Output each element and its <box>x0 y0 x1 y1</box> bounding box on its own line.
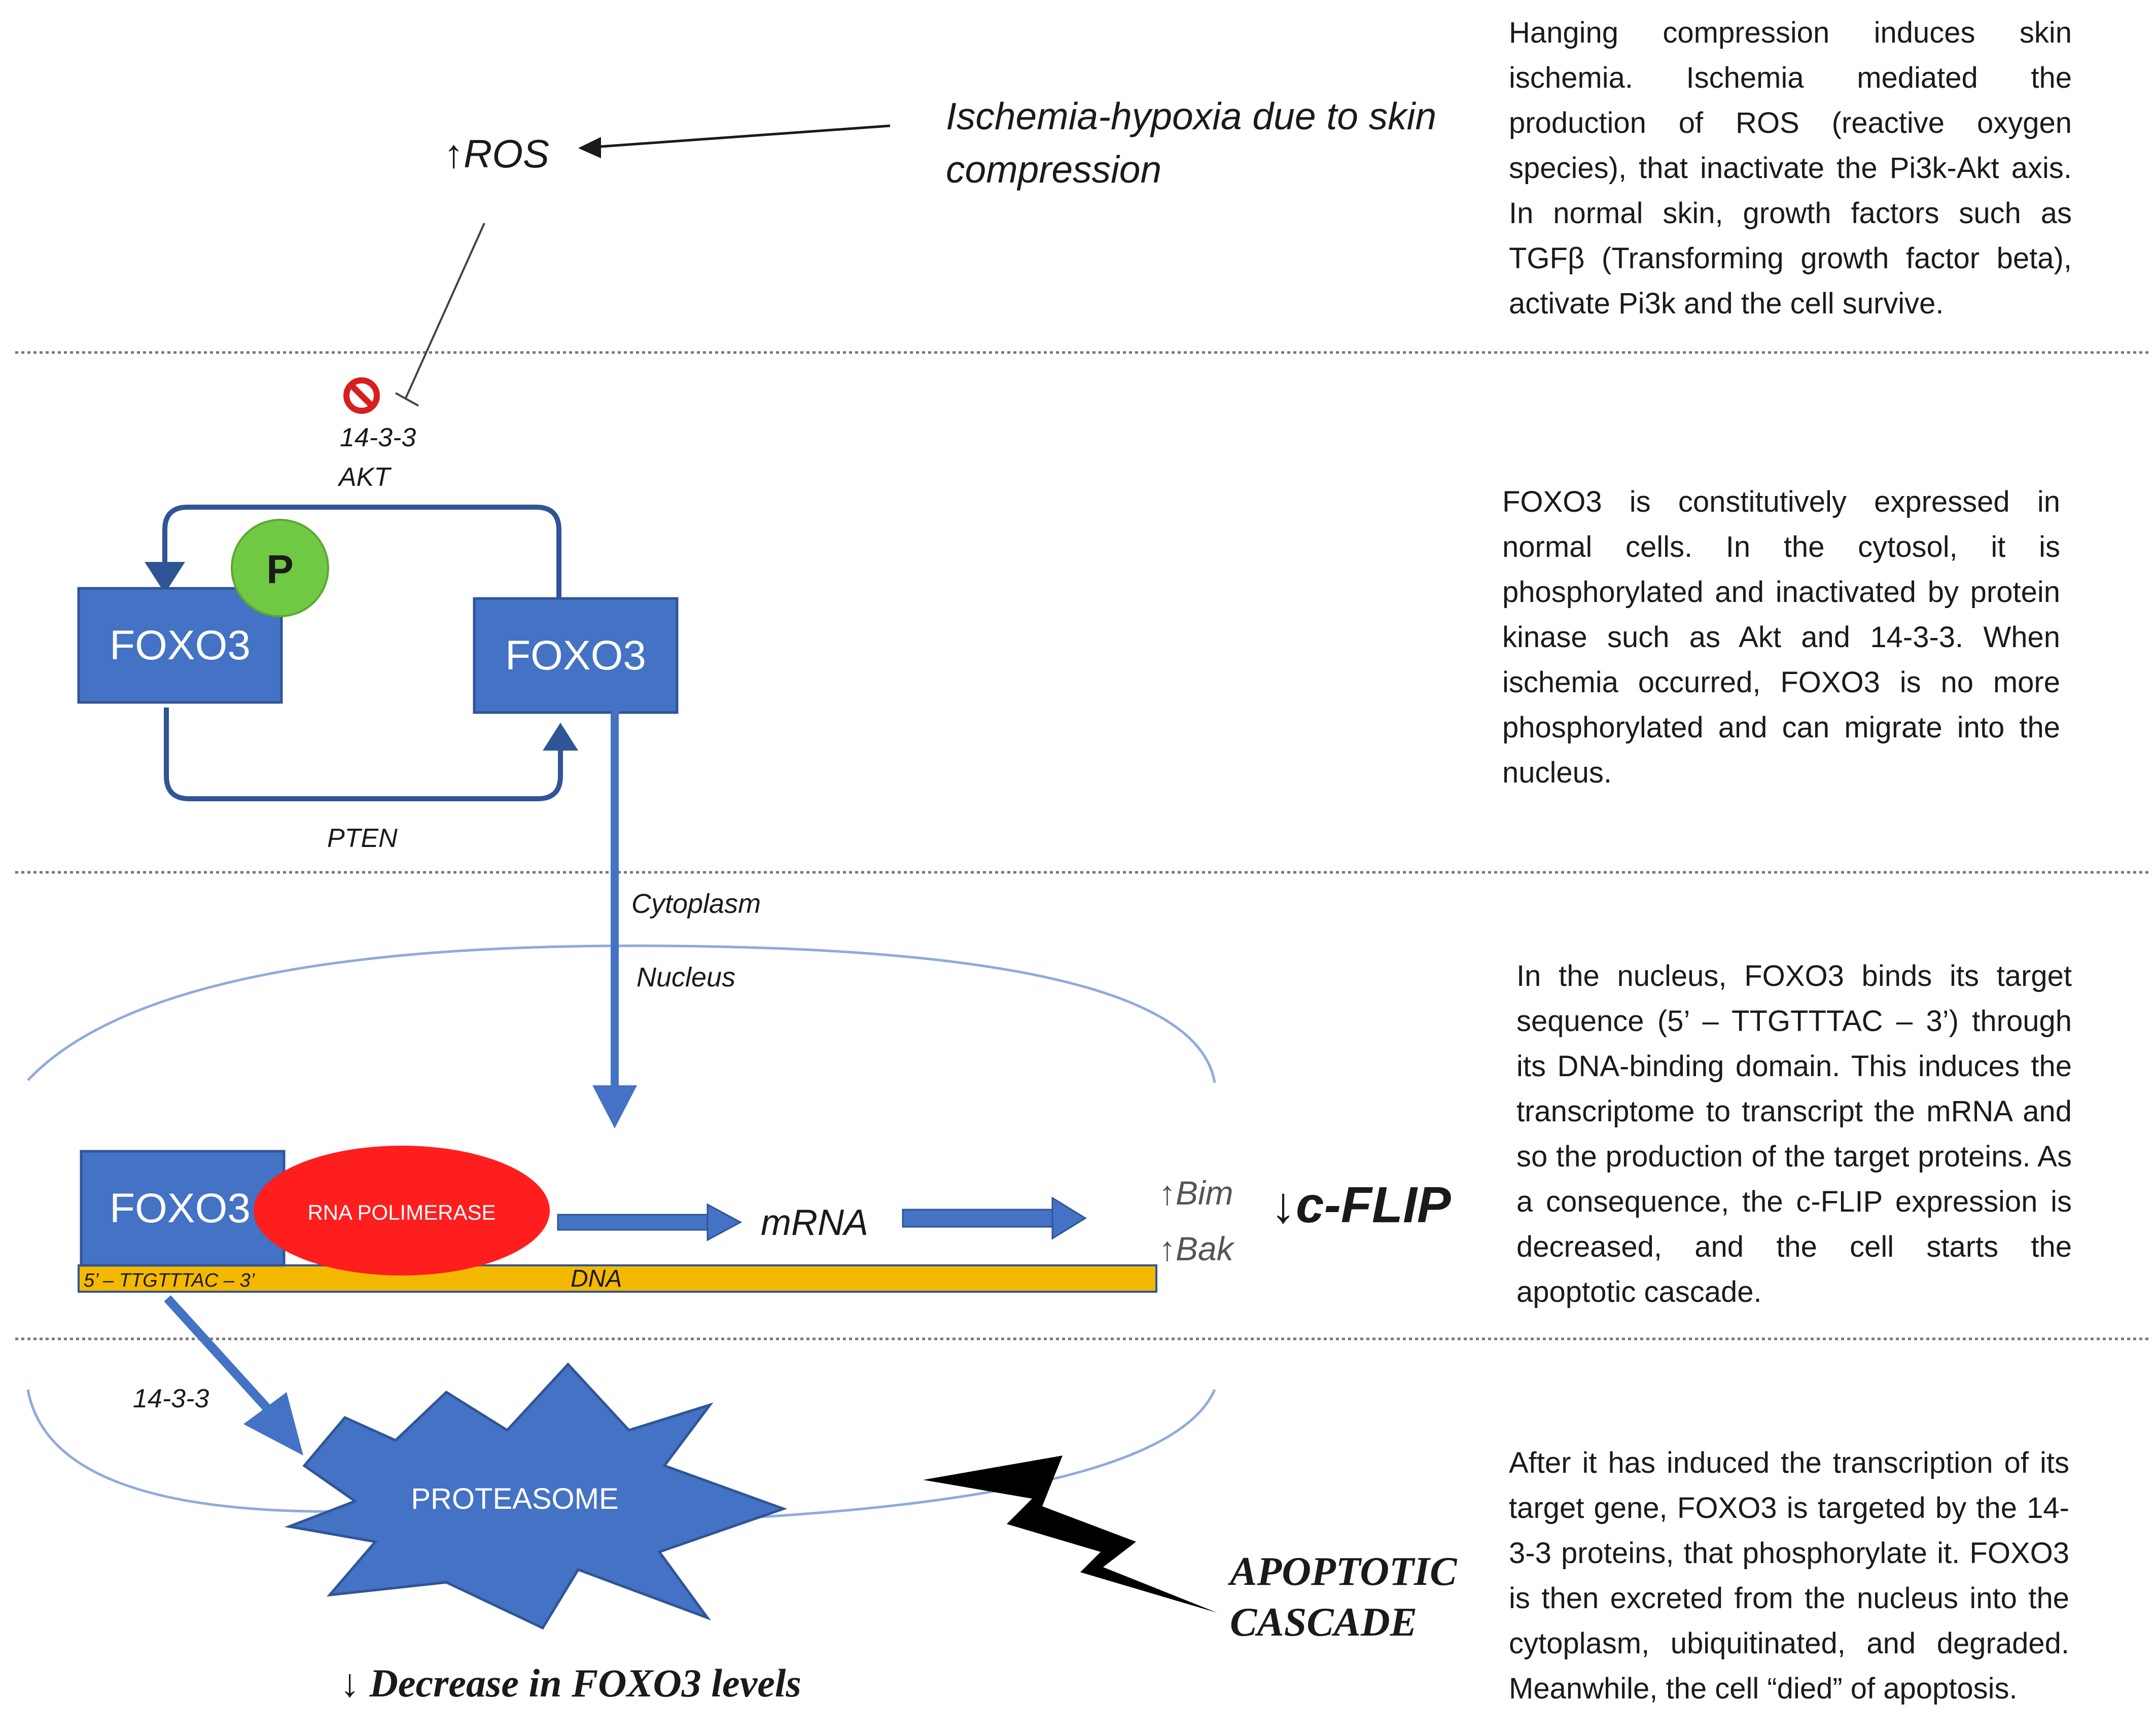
phospho-label: P <box>266 547 293 592</box>
cycle-arrowhead-left <box>145 562 185 593</box>
inhibitor-label-akt: AKT <box>337 463 392 492</box>
foxo3-left-label: FOXO3 <box>110 622 251 668</box>
proteasome-shape <box>284 1362 788 1630</box>
nucleus-membrane-bottom <box>26 1389 356 1513</box>
foxo3-box-left <box>77 587 283 704</box>
ros-inhibition-line <box>405 223 485 399</box>
bak-label: ↑Bak <box>1159 1230 1235 1267</box>
translocation-arrowhead <box>592 1085 637 1128</box>
cycle-top-path <box>162 505 561 598</box>
phosphate-circle <box>231 519 329 617</box>
decrease-label: ↓ Decrease in FOXO3 levels <box>340 1661 801 1705</box>
cflip-label: ↓c-FLIP <box>1270 1177 1451 1233</box>
stimulus-label-line1: Ischemia-hypoxia due to skin <box>946 95 1436 137</box>
pten-label: PTEN <box>327 824 398 853</box>
inhibition-bar <box>395 392 419 407</box>
cycle-arrowhead-right <box>543 723 578 751</box>
cycle-bottom-path <box>164 707 563 801</box>
transcription-arrow-1 <box>557 1203 743 1242</box>
lightning-bolt-icon <box>923 1456 1217 1613</box>
nucleus-label: Nucleus <box>637 962 735 993</box>
stimulus-label-line2: compression <box>946 148 1161 191</box>
section-separators <box>15 351 2150 1340</box>
rna-polymerase-label: RNA POLIMERASE <box>307 1200 496 1224</box>
foxo3-box-right <box>473 597 679 714</box>
cytoplasm-label: Cytoplasm <box>631 889 761 919</box>
nucleus-membrane-top <box>27 944 1216 1083</box>
explanation-paragraph-4: After it has induced the transcription o… <box>1509 1446 2069 1705</box>
no-entry-icon <box>343 377 380 414</box>
stimulus-to-ros-arrow <box>593 124 891 149</box>
mrna-label: mRNA <box>761 1202 868 1243</box>
dna-strand <box>78 1264 1157 1293</box>
rna-polymerase <box>254 1146 550 1276</box>
proteasome-label: PROTEASOME <box>411 1482 618 1515</box>
inhibitor-label-14-3-3: 14-3-3 <box>340 423 416 452</box>
explanation-paragraph-1: Hanging compression induces skin ischemi… <box>1509 16 2072 320</box>
phosphorylation-cycle <box>162 505 563 801</box>
degradation-arrowhead <box>243 1392 303 1456</box>
foxo3-nucleus-label: FOXO3 <box>110 1185 251 1231</box>
dna-sequence-label: 5’ – TTGTTTAC – 3’ <box>84 1270 255 1291</box>
bim-label: ↑Bim <box>1159 1174 1233 1212</box>
degradation-label: 14-3-3 <box>133 1384 209 1413</box>
ros-label: ↑ROS <box>444 131 549 176</box>
nucleus-membrane-bottom-right <box>674 1389 1216 1523</box>
apoptotic-label-line2: CASCADE <box>1230 1600 1417 1645</box>
explanation-paragraph-3: In the nucleus, FOXO3 binds its target s… <box>1516 960 2072 1308</box>
apoptotic-label-line1: APOPTOTIC <box>1227 1549 1458 1594</box>
foxo3-right-label: FOXO3 <box>505 632 646 679</box>
stimulus-arrow-head <box>578 137 601 158</box>
dna-label: DNA <box>571 1265 622 1292</box>
degradation-arrow-shaft <box>164 1295 281 1424</box>
explanation-paragraph-2: FOXO3 is constitutively expressed in nor… <box>1502 485 2060 789</box>
transcription-arrow-2 <box>902 1196 1087 1240</box>
